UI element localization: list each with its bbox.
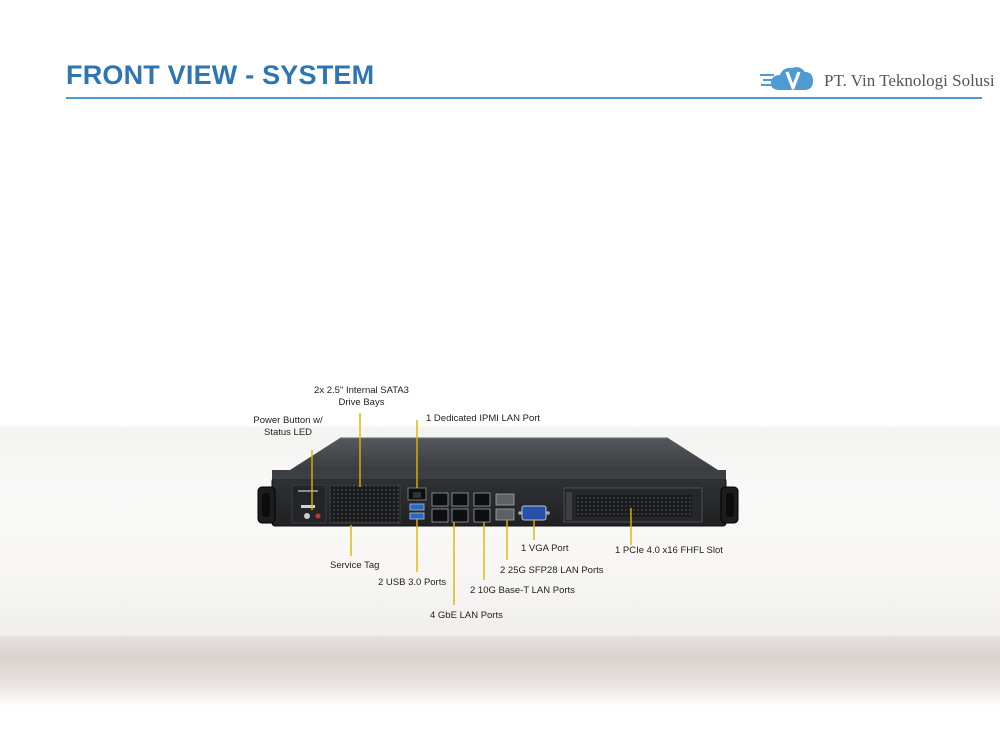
page-title: FRONT VIEW - SYSTEM (66, 60, 375, 90)
label-vga-port: 1 VGA Port (521, 543, 569, 554)
label-ipmi-port: 1 Dedicated IPMI LAN Port (426, 413, 541, 424)
cloud-v-logo-icon (760, 67, 813, 90)
chassis-top (290, 438, 718, 470)
label-gbe-ports: 4 GbE LAN Ports (430, 610, 503, 621)
base-t-ports (473, 492, 491, 523)
gbe-ports (431, 492, 469, 523)
label-sfp-ports: 2 25G SFP28 LAN Ports (500, 565, 604, 576)
usb-port-1 (409, 503, 425, 511)
label-usb-ports: 2 USB 3.0 Ports (378, 577, 447, 588)
power-button-icon (304, 513, 310, 519)
label-service-tag: Service Tag (330, 560, 380, 571)
label-pcie-slot: 1 PCIe 4.0 x16 FHFL Slot (615, 545, 723, 556)
status-led-icon (315, 513, 321, 519)
vga-port (521, 505, 547, 521)
usb-port-2 (409, 512, 425, 520)
sfp28-ports (495, 493, 515, 521)
label-power-button: Power Button w/ Status LED (253, 415, 323, 438)
label-drive-bays: 2x 2.5" Internal SATA3 Drive Bays (314, 385, 409, 408)
title-underline (66, 97, 982, 99)
drive-bays (329, 484, 401, 524)
company-logo: PT. Vin Teknologi Solusi (760, 62, 995, 96)
company-name: PT. Vin Teknologi Solusi (824, 71, 995, 90)
shelf-bottom-edge (0, 636, 1000, 706)
label-base-t-ports: 2 10G Base-T LAN Ports (470, 585, 575, 596)
